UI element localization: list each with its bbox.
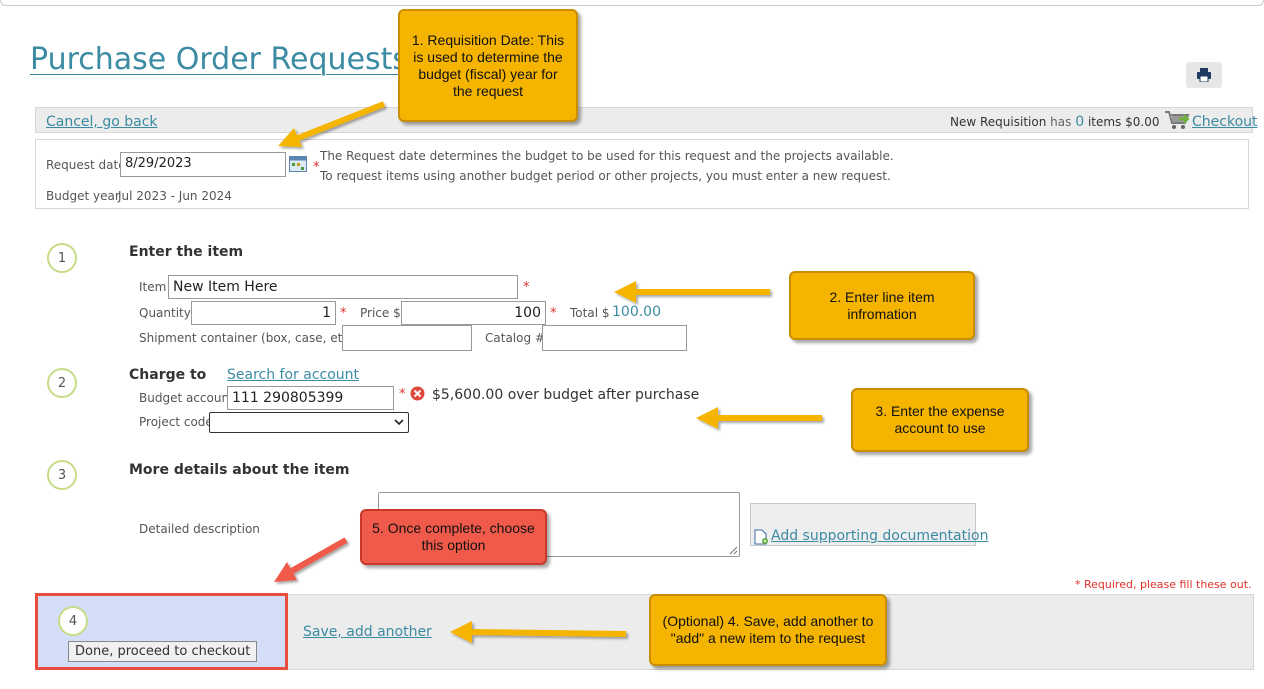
requisition-toolbar: Cancel, go back New Requisition has 0 it… <box>35 107 1258 133</box>
required-asterisk: * <box>313 160 320 175</box>
step-1-heading: Enter the item <box>129 244 244 260</box>
print-icon <box>1197 68 1211 82</box>
cancel-go-back-link[interactable]: Cancel, go back <box>46 114 158 130</box>
catalog-label: Catalog # <box>485 331 545 345</box>
done-proceed-to-checkout-button[interactable]: Done, proceed to checkout <box>68 641 258 662</box>
arrow-5 <box>274 537 348 582</box>
save-add-another-link[interactable]: Save, add another <box>303 624 432 640</box>
step-2-heading: Charge to <box>129 367 207 383</box>
arrow-2 <box>614 281 770 303</box>
page-title[interactable]: Purchase Order Requests <box>30 42 409 77</box>
item-label: Item <box>139 280 167 294</box>
shipment-input[interactable] <box>342 325 472 351</box>
step-3-heading: More details about the item <box>129 462 350 478</box>
required-asterisk: * <box>399 387 406 402</box>
date-note-line1: The Request date determines the budget t… <box>320 149 894 163</box>
quantity-input[interactable]: 1 <box>191 301 336 325</box>
catalog-input[interactable] <box>542 325 687 351</box>
required-asterisk: * <box>523 280 530 295</box>
callout-line-item: 2. Enter line item infromation <box>789 271 975 340</box>
search-for-account-link[interactable]: Search for account <box>227 367 360 383</box>
step-4-indicator: 4 <box>58 606 88 636</box>
step-1-indicator: 1 <box>47 243 77 273</box>
total-value: 100.00 <box>612 304 661 320</box>
done-panel: 4 Done, proceed to checkout <box>35 593 288 670</box>
description-label: Detailed description <box>139 522 260 536</box>
over-budget-message: $5,600.00 over budget after purchase <box>432 387 700 403</box>
arrow-3 <box>696 407 822 429</box>
has-text: has <box>1050 115 1072 129</box>
arrow-4 <box>450 621 627 643</box>
price-label: Price $ <box>360 306 401 320</box>
step-3-indicator: 3 <box>47 460 77 490</box>
resize-handle-icon[interactable] <box>729 546 738 555</box>
total-label: Total $ <box>570 306 610 320</box>
callout-once-complete: 5. Once complete, choose this option <box>360 509 547 565</box>
price-input[interactable]: 100 <box>401 301 546 325</box>
required-note: * Required, please fill these out. <box>1075 578 1252 591</box>
project-code-select[interactable] <box>209 412 409 433</box>
request-date-input[interactable]: 8/29/2023 <box>120 152 286 177</box>
item-input[interactable]: New Item Here <box>168 275 518 299</box>
document-add-icon <box>754 529 768 545</box>
callout-requisition-date: 1. Requisition Date: This is used to det… <box>398 9 578 122</box>
error-icon <box>410 386 425 401</box>
requisition-summary: New Requisition has 0 items $0.00 <box>950 114 1160 130</box>
shipment-label: Shipment container (box, case, etc.) <box>139 331 358 345</box>
budget-year-label: Budget year <box>46 189 120 203</box>
calendar-icon[interactable] <box>289 156 307 172</box>
request-date-label: Request date <box>46 158 126 172</box>
add-supporting-documentation-link[interactable]: Add supporting documentation <box>771 528 989 544</box>
project-code-label: Project code <box>139 415 213 429</box>
arrow-1 <box>278 101 386 147</box>
callout-expense-account: 3. Enter the expense account to use <box>851 388 1029 452</box>
required-asterisk: * <box>340 306 347 321</box>
requisition-total: $0.00 <box>1125 115 1160 129</box>
callout-save-add-another: (Optional) 4. Save, add another to "add"… <box>649 594 887 666</box>
budget-year-value: Jul 2023 - Jun 2024 <box>118 189 232 203</box>
required-asterisk: * <box>550 306 557 321</box>
budget-account-label: Budget account <box>139 391 234 405</box>
step-2-indicator: 2 <box>47 368 77 398</box>
cart-icon[interactable] <box>1164 109 1190 131</box>
date-note-line2: To request items using another budget pe… <box>320 169 891 183</box>
requisition-name: New Requisition <box>950 115 1047 129</box>
checkout-link[interactable]: Checkout <box>1192 114 1258 130</box>
item-count: 0 <box>1075 114 1085 130</box>
quantity-label: Quantity <box>139 306 191 320</box>
supporting-docs-panel: Add supporting documentation <box>750 503 988 546</box>
print-button[interactable] <box>1186 62 1222 88</box>
items-text: items <box>1087 115 1122 129</box>
budget-account-input[interactable]: 111 290805399 <box>227 386 394 410</box>
chevron-down-icon <box>394 419 404 426</box>
